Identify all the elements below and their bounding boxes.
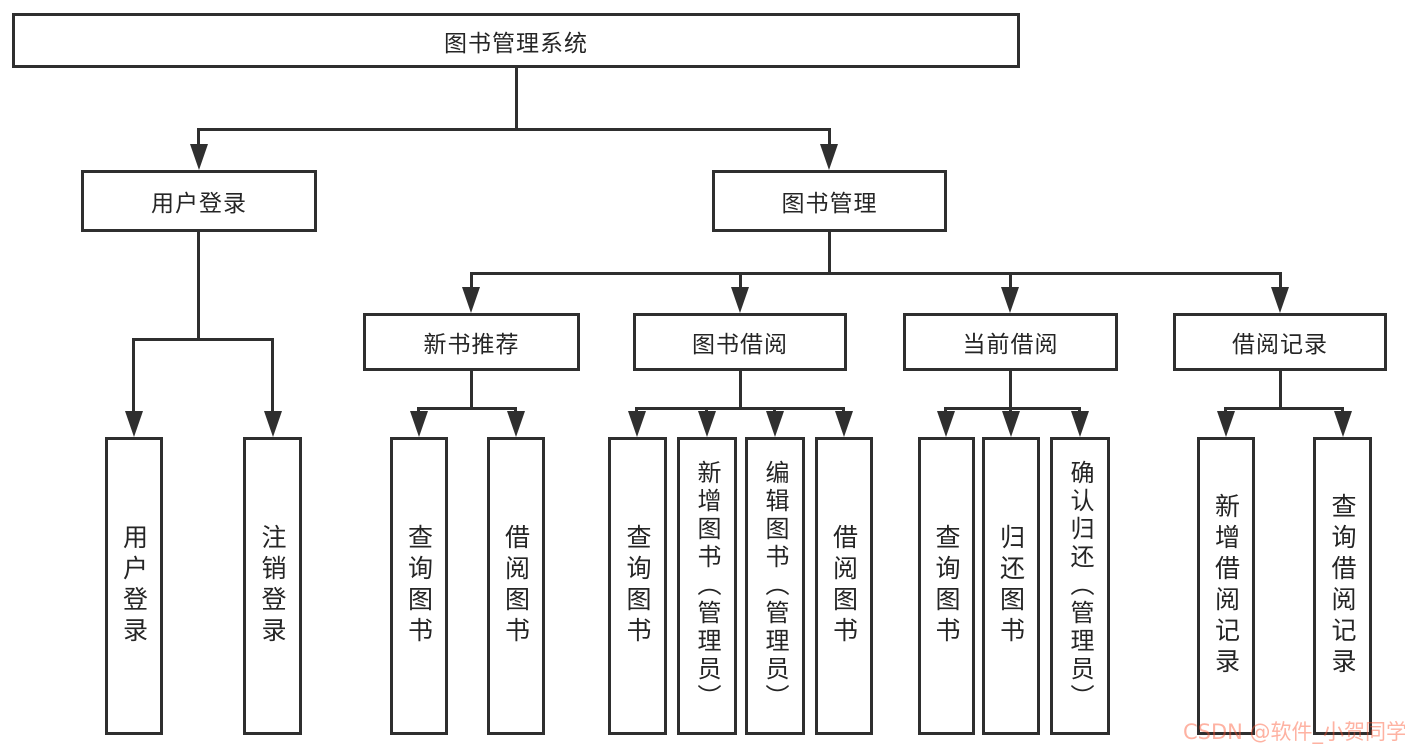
node-records-add-borrow-record: 新增借阅记录 bbox=[1197, 437, 1255, 735]
connector-drop bbox=[514, 407, 517, 411]
node-label: 借阅图书 bbox=[829, 524, 859, 648]
node-current-borrowing: 当前借阅 bbox=[903, 313, 1118, 371]
node-label: 图书借阅 bbox=[692, 332, 788, 358]
node-rec-borrow-books: 借阅图书 bbox=[487, 437, 545, 735]
node-new-book-recommend: 新书推荐 bbox=[363, 313, 580, 371]
node-book-borrowing: 图书借阅 bbox=[633, 313, 847, 371]
node-label: 查询图书 bbox=[404, 524, 434, 648]
arrowhead-icon bbox=[264, 411, 282, 437]
connector-root-bar bbox=[198, 128, 831, 131]
connector-root-stem bbox=[515, 68, 518, 128]
arrowhead-icon bbox=[190, 144, 208, 170]
connector-drop bbox=[635, 407, 638, 411]
node-label: 图书管理 bbox=[781, 191, 878, 217]
node-label: 编辑图书（管理员） bbox=[761, 460, 789, 712]
connector-current-stem bbox=[1009, 371, 1012, 407]
arrowhead-icon bbox=[1271, 287, 1289, 313]
arrowhead-icon bbox=[820, 144, 838, 170]
node-bb-edit-books-admin: 编辑图书（管理员） bbox=[745, 437, 805, 735]
node-label: 查询图书 bbox=[932, 524, 961, 648]
connector-drop bbox=[842, 407, 845, 411]
node-label: 查询借阅记录 bbox=[1328, 493, 1357, 679]
node-cur-query-books: 查询图书 bbox=[918, 437, 975, 735]
connector-records-bar bbox=[1224, 407, 1343, 410]
connector-borrowing-stem bbox=[739, 371, 742, 407]
node-label: 当前借阅 bbox=[962, 332, 1059, 358]
node-label: 新增借阅记录 bbox=[1211, 493, 1241, 679]
arrowhead-icon bbox=[937, 411, 955, 437]
connector-drop bbox=[1341, 407, 1344, 411]
node-bb-query-books: 查询图书 bbox=[608, 437, 667, 735]
arrowhead-icon bbox=[462, 287, 480, 313]
node-bb-borrow-books: 借阅图书 bbox=[815, 437, 873, 735]
node-label: 新增图书（管理员） bbox=[693, 460, 721, 712]
node-label: 用户登录 bbox=[151, 191, 247, 217]
arrowhead-icon bbox=[507, 411, 525, 437]
connector-drop-user-login bbox=[197, 128, 200, 144]
arrowhead-icon bbox=[766, 411, 784, 437]
node-book-management: 图书管理 bbox=[712, 170, 947, 232]
node-library-management-system: 图书管理系统 bbox=[12, 13, 1020, 68]
connector-drop bbox=[739, 272, 742, 287]
connector-drop bbox=[417, 407, 420, 411]
node-rec-query-books: 查询图书 bbox=[390, 437, 448, 735]
arrowhead-icon bbox=[125, 411, 143, 437]
node-user-login: 用户登录 bbox=[81, 170, 317, 232]
node-label: 注销登录 bbox=[258, 524, 287, 648]
node-label: 归还图书 bbox=[996, 524, 1026, 648]
connector-drop bbox=[1009, 407, 1012, 411]
connector-drop bbox=[132, 338, 135, 411]
node-bb-add-books-admin: 新增图书（管理员） bbox=[677, 437, 737, 735]
arrowhead-icon bbox=[835, 411, 853, 437]
arrowhead-icon bbox=[1217, 411, 1235, 437]
csdn-watermark: CSDN @软件_小贺同学 bbox=[1183, 720, 1405, 744]
arrowhead-icon bbox=[410, 411, 428, 437]
node-cur-confirm-return-admin: 确认归还（管理员） bbox=[1050, 437, 1110, 735]
node-cur-return-books: 归还图书 bbox=[982, 437, 1040, 735]
arrowhead-icon bbox=[1334, 411, 1352, 437]
node-user-login-leaf: 用户登录 bbox=[105, 437, 163, 735]
arrowhead-icon bbox=[1071, 411, 1089, 437]
arrowhead-icon bbox=[731, 287, 749, 313]
node-label: 确认归还（管理员） bbox=[1066, 460, 1094, 712]
node-label: 借阅图书 bbox=[501, 524, 531, 648]
node-borrow-records: 借阅记录 bbox=[1173, 313, 1387, 371]
arrowhead-icon bbox=[628, 411, 646, 437]
connector-drop bbox=[1009, 272, 1012, 287]
connector-level3-bar bbox=[470, 272, 1282, 275]
arrowhead-icon bbox=[1002, 411, 1020, 437]
connector-user-login-bar bbox=[132, 338, 274, 341]
arrowhead-icon bbox=[1001, 287, 1019, 313]
connector-drop bbox=[773, 407, 776, 411]
node-label: 查询图书 bbox=[623, 524, 652, 648]
node-logout-login: 注销登录 bbox=[243, 437, 302, 735]
connector-drop bbox=[271, 338, 274, 411]
connector-user-login-stem bbox=[197, 232, 200, 338]
node-label: 借阅记录 bbox=[1232, 332, 1328, 358]
node-label: 新书推荐 bbox=[423, 332, 520, 358]
connector-drop bbox=[470, 272, 473, 287]
node-label: 用户登录 bbox=[119, 524, 149, 648]
connector-recommend-bar bbox=[417, 407, 517, 410]
connector-recommend-stem bbox=[470, 371, 473, 407]
connector-drop bbox=[1078, 407, 1081, 411]
connector-records-stem bbox=[1279, 371, 1282, 407]
connector-drop bbox=[1224, 407, 1227, 411]
connector-borrowing-bar bbox=[635, 407, 845, 410]
node-label: 图书管理系统 bbox=[444, 30, 588, 57]
arrowhead-icon bbox=[698, 411, 716, 437]
connector-drop-book-management bbox=[828, 128, 831, 144]
node-records-query-borrow-record: 查询借阅记录 bbox=[1313, 437, 1372, 735]
connector-drop bbox=[944, 407, 947, 411]
connector-drop bbox=[705, 407, 708, 411]
connector-book-management-stem bbox=[828, 232, 831, 272]
connector-drop bbox=[1279, 272, 1282, 287]
connector-current-bar bbox=[944, 407, 1081, 410]
